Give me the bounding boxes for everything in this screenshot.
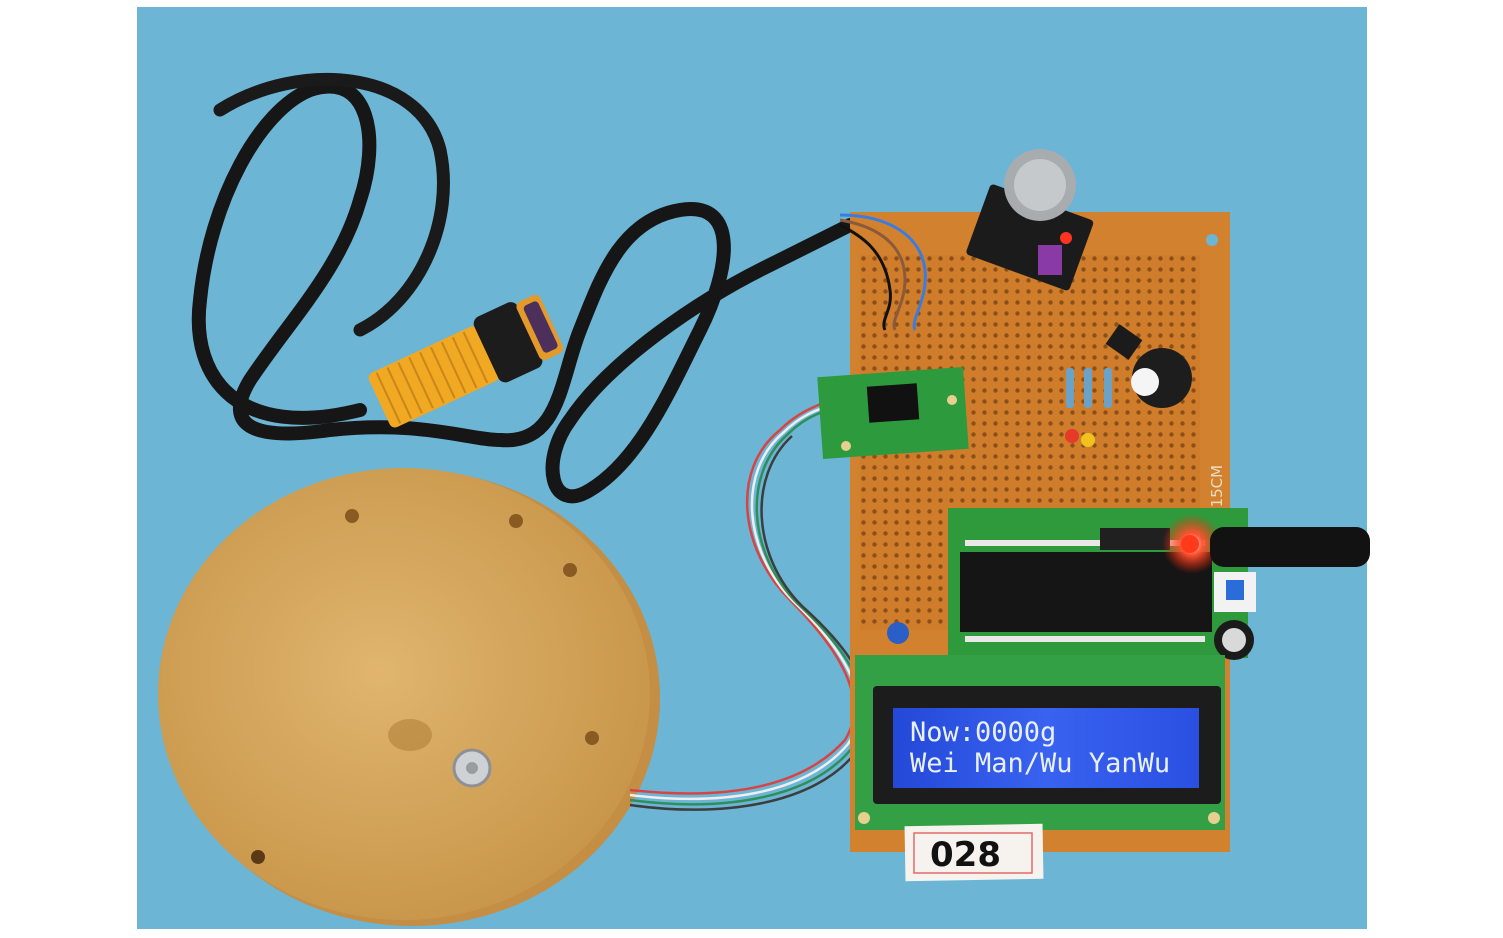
board-marking: +15CM: [1208, 465, 1226, 520]
tag-number: 028: [930, 835, 1001, 875]
proximity-sensor: [368, 294, 564, 428]
sensor-leads: [839, 213, 927, 331]
mcu-board: [887, 508, 1370, 660]
paper-tag: 028: [904, 823, 1044, 882]
gas-sensor: [966, 149, 1094, 291]
sensor-cable: [191, 79, 857, 504]
small-components: [1065, 324, 1192, 447]
adc-module: [817, 367, 969, 459]
lcd-line-1: Now:0000g: [910, 717, 1056, 748]
weighing-platform: [158, 468, 660, 926]
lcd-module: Now:0000g Wei Man/Wu YanWu: [855, 655, 1225, 830]
lcd-line-2: Wei Man/Wu YanWu: [910, 748, 1170, 779]
lcd-screen: [893, 708, 1199, 788]
